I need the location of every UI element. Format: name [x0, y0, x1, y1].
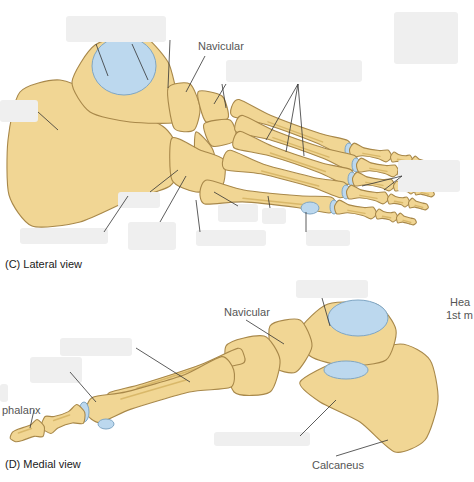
sesamoid: [98, 419, 114, 429]
bone: [388, 194, 410, 207]
view-title: (C) Lateral view: [5, 258, 82, 271]
bone-label: 1st m: [446, 309, 473, 322]
hidden-label-patch: [128, 222, 176, 250]
hidden-label-patch: [196, 230, 266, 246]
hidden-label-patch: [214, 432, 310, 446]
bone-shading: [262, 171, 319, 186]
hidden-label-patch: [226, 60, 362, 82]
leader-line: [96, 44, 108, 76]
leader-line: [300, 400, 336, 436]
bone-shading: [348, 210, 365, 213]
bone: [409, 198, 429, 210]
leader-line: [38, 112, 58, 130]
hidden-label-patch: [30, 357, 82, 383]
bone: [347, 185, 389, 204]
hidden-label-patch: [60, 338, 132, 356]
hidden-label-patch: [0, 384, 8, 402]
bone: [357, 158, 399, 177]
articular-cartilage: [92, 37, 156, 95]
bone-label: Navicular: [198, 40, 244, 53]
bone-shading: [370, 168, 387, 171]
hidden-label-patch: [0, 100, 38, 122]
hidden-label-patch: [296, 280, 368, 298]
leader-line: [186, 56, 205, 92]
leader-line: [298, 84, 304, 156]
leader-line: [384, 176, 402, 190]
bone-shading: [403, 220, 411, 222]
leader-line: [150, 170, 178, 192]
hidden-label-patch: [394, 12, 458, 64]
leader-line: [268, 196, 270, 208]
bone-shading: [421, 192, 429, 194]
bone: [86, 357, 235, 423]
hidden-label-patch: [218, 204, 258, 222]
leader-line: [104, 196, 128, 232]
hidden-label-patch: [398, 160, 460, 192]
sesamoid: [301, 202, 319, 214]
hidden-label-patch: [306, 230, 350, 246]
bone: [397, 213, 417, 225]
hidden-label-patch: [20, 228, 108, 244]
joint-cartilage: [324, 361, 368, 379]
bone-label: Calcaneus: [312, 459, 364, 472]
bone: [335, 200, 377, 219]
leader-line: [132, 44, 148, 80]
leader-line: [196, 200, 200, 232]
bone-shading: [54, 415, 70, 421]
bone-label: phalanx: [2, 404, 41, 417]
leader-line: [306, 212, 307, 232]
bone-shading: [363, 153, 380, 156]
leader-line: [168, 40, 170, 88]
hidden-label-patch: [66, 16, 166, 42]
bone: [10, 419, 44, 441]
leader-line: [214, 192, 238, 206]
bone-label: Navicular: [224, 306, 270, 319]
bone: [41, 405, 85, 434]
bone-shading: [383, 216, 391, 218]
leader-line: [336, 440, 388, 456]
bone: [168, 83, 200, 132]
leader-line: [246, 320, 284, 344]
hidden-label-patch: [118, 192, 160, 208]
bone-shading: [360, 195, 377, 198]
articular-cartilage: [328, 300, 388, 336]
bone-shading: [395, 201, 403, 203]
view-title: (D) Medial view: [5, 458, 81, 471]
leader-line: [136, 348, 190, 382]
bone-shading: [18, 428, 31, 433]
leader-line: [322, 298, 330, 326]
bone: [353, 172, 395, 191]
leader-line: [160, 176, 186, 222]
bone-shading: [243, 198, 305, 205]
hidden-label-patch: [262, 208, 286, 224]
bone-label: Hea: [450, 296, 470, 309]
leader-line: [214, 84, 226, 104]
bone: [376, 209, 398, 222]
bone-shading: [121, 380, 186, 399]
leader-line: [70, 372, 96, 402]
bone-shading: [415, 205, 423, 207]
leader-line: [222, 84, 226, 108]
leader-line: [286, 84, 298, 152]
